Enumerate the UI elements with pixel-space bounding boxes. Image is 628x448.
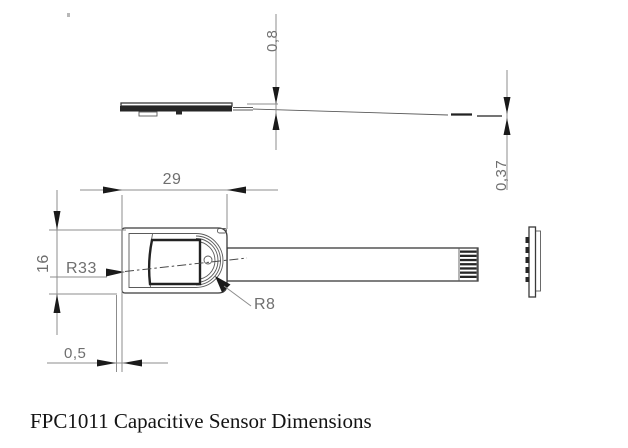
arrowhead-right [103,186,122,194]
inner-frame [128,233,224,288]
bezel-radius-label: R33 [66,260,97,277]
callout-bezel-radius: R33 [50,257,248,278]
dimension-module-thickness: 0,8 [247,14,281,150]
radius-center-line [124,257,248,272]
flex-cable-top-view [226,247,479,282]
arrowhead-left [123,359,142,367]
arrowhead [106,268,125,277]
module-edge-view [525,226,541,298]
dimension-edge-offset: 0,5 [47,195,168,372]
arrowhead-up [53,294,61,313]
module-thickness-label: 0,8 [264,30,281,52]
mounting-foot [138,111,158,117]
flex-cable-edge-run [252,108,449,116]
module-width-label: 29 [163,171,182,188]
arrowhead-left [227,186,246,194]
sensor-corner-radius-label: R8 [254,296,275,313]
leader-line [223,285,252,307]
sensor-plate-profile [120,102,233,107]
module-height-label: 16 [35,254,52,273]
solder-bump [176,111,182,115]
edge-contact-bumps [525,237,530,282]
sensor-window [147,238,202,286]
arrowhead [215,276,231,293]
arrowhead-down [272,87,280,104]
callout-sensor-corner-radius: R8 [215,276,275,313]
substrate-profile [120,106,232,112]
flex-thickness-label: 0,37 [493,160,510,191]
edge-front-plate [528,226,537,298]
edge-offset-label: 0,5 [64,345,86,362]
arrowhead-down [53,211,61,230]
drawing-caption: FPC1011 Capacitive Sensor Dimensions [30,409,372,433]
scan-artifact-dot [67,13,70,17]
dimension-module-width: 29 [80,171,278,229]
connector-contact-stripes [460,250,477,278]
flex-cable-body [226,247,479,282]
arrowhead-up [503,118,511,135]
center-hole [203,255,213,265]
arrowhead-up [272,113,280,130]
module-top-view [121,227,228,294]
bezel-arc-inner [195,241,216,280]
arrowhead-right [97,359,116,367]
bezel-arc-mid [195,238,219,283]
corner-tab [217,228,227,234]
dimension-module-height: 16 [35,190,126,335]
module-side-view [120,102,502,117]
arrowhead-down [503,97,511,114]
dimension-flex-thickness: 0,37 [493,70,511,191]
